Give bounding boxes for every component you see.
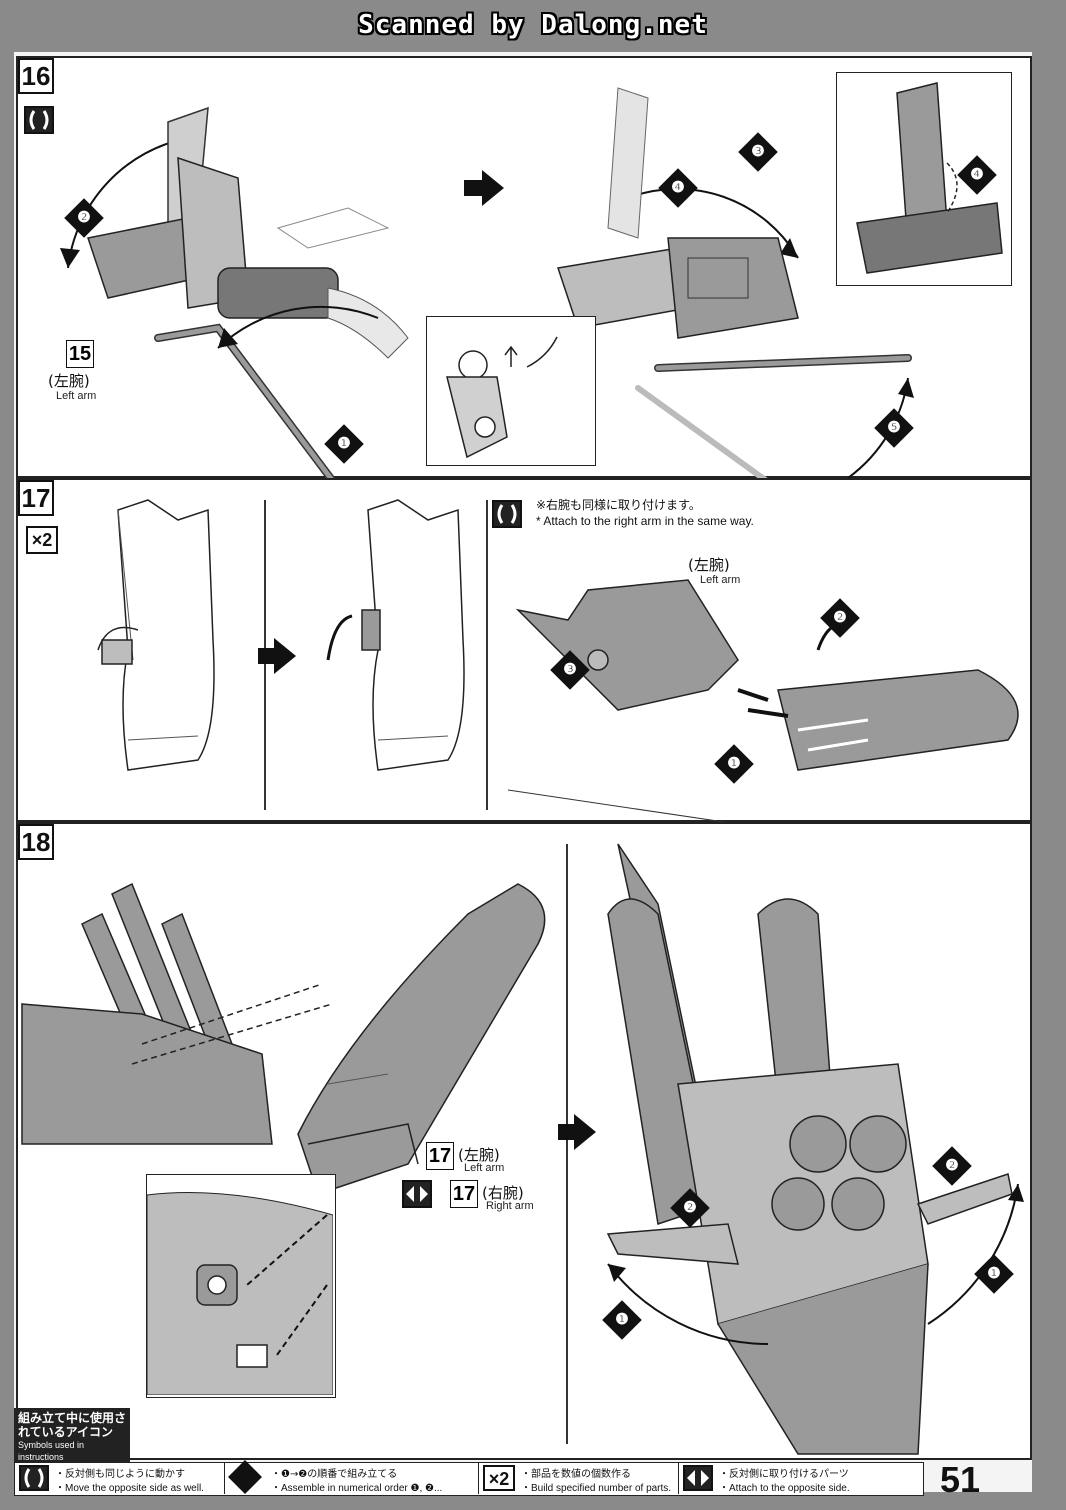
move-opposite-icon xyxy=(492,500,522,528)
opposite-side-icon xyxy=(683,1465,713,1491)
legend-item-opposite-side: ・反対側に取り付けるパーツ ・Attach to the opposite si… xyxy=(679,1463,922,1494)
arm-part-after xyxy=(326,499,465,771)
arm-label-jp: (左腕) xyxy=(688,556,730,574)
callout-1-right: ❶ xyxy=(974,1254,1014,1294)
step-arrow-stem xyxy=(558,1124,574,1140)
ref-right-jp: (右腕) xyxy=(482,1184,524,1202)
step-arrow xyxy=(482,170,504,206)
ref-part-17-left: 17 xyxy=(426,1142,454,1170)
callout-1-left: ❶ xyxy=(602,1300,642,1340)
step-number: 17 xyxy=(18,480,54,516)
callout-3: ❸ xyxy=(550,650,590,690)
callout-5: ❺ xyxy=(874,408,914,448)
callout-2-left: ❷ xyxy=(670,1188,710,1228)
multiplier-icon: ×2 xyxy=(26,526,58,554)
detail-inset-hinge xyxy=(426,316,596,466)
step-arrow xyxy=(274,638,296,674)
step-16-assembly-before xyxy=(60,106,409,492)
watermark: Scanned by Dalong.net xyxy=(358,10,708,40)
step-arrow-stem xyxy=(464,180,482,196)
note-jp: ※右腕も同様に取り付けます。 xyxy=(536,498,701,512)
legend-text-jp: ・❶→❷の順番で組み立てる xyxy=(271,1469,398,1480)
opposite-side-icon xyxy=(402,1180,432,1208)
legend-text-en: ・Build specified number of parts. xyxy=(521,1483,672,1494)
move-opposite-icon xyxy=(24,106,54,134)
step-17-panel: 17 ×2 ※右腕も同様に取り付けます。 * Attach to the rig… xyxy=(16,478,1032,831)
ref-label-jp: (左腕) xyxy=(48,372,90,390)
step-number: 16 xyxy=(18,58,54,94)
legend-text-en: ・Assemble in numerical order ❶, ❷... xyxy=(271,1483,443,1494)
detail-inset-fin: ❹ xyxy=(836,72,1012,286)
ref-part-15: 15 xyxy=(66,340,94,368)
arm-label-en: Left arm xyxy=(700,574,741,586)
legend-text-jp: ・部品を数値の個数作る xyxy=(521,1469,631,1480)
divider xyxy=(566,844,568,1444)
step-number: 18 xyxy=(18,824,54,860)
legend-title-jp: 組み立て中に使用されているアイコン xyxy=(18,1411,127,1439)
legend-item-move-opposite: ・反対側も同じように動かす ・Move the opposite side as… xyxy=(15,1463,225,1494)
forearm-part-art xyxy=(297,883,546,1195)
callout-2-right: ❷ xyxy=(932,1146,972,1186)
step-arrow xyxy=(574,1114,596,1150)
manual-page: 16 ❷ ❶ 15 (左腕) Left arm xyxy=(14,52,1032,1492)
step-17-attach-art xyxy=(507,579,1019,831)
divider xyxy=(486,500,488,810)
numerical-order-icon xyxy=(228,1460,262,1494)
move-opposite-icon xyxy=(19,1465,49,1491)
ref-right-en: Right arm xyxy=(486,1200,534,1212)
legend-bar: ・反対側も同じように動かす ・Move the opposite side as… xyxy=(14,1460,924,1496)
note-en: * Attach to the right arm in the same wa… xyxy=(536,514,754,528)
ref-label-en: Left arm xyxy=(56,390,97,402)
multiplier-icon: ×2 xyxy=(483,1465,515,1491)
step-18-completed-art xyxy=(606,843,1024,1455)
callout-3: ❸ xyxy=(738,132,778,172)
callout-2: ❷ xyxy=(64,198,104,238)
legend-item-multiplier: ×2 ・部品を数値の個数作る ・Build specified number o… xyxy=(479,1463,679,1494)
step-18-body-art xyxy=(21,882,333,1145)
callout-1: ❶ xyxy=(714,744,754,784)
legend-text-jp: ・反対側も同じように動かす xyxy=(55,1469,185,1480)
legend-item-numerical-order: ・❶→❷の順番で組み立てる ・Assemble in numerical ord… xyxy=(225,1460,479,1494)
legend-text-en: ・Move the opposite side as well. xyxy=(55,1483,204,1494)
ref-left-jp: (左腕) xyxy=(458,1146,500,1164)
ref-left-en: Left arm xyxy=(464,1162,505,1174)
legend-title-en: Symbols used in instructions xyxy=(18,1440,85,1462)
page-number: 51 xyxy=(939,1459,981,1500)
callout-1: ❶ xyxy=(324,424,364,464)
callout-4: ❹ xyxy=(658,168,698,208)
arm-part-before xyxy=(97,499,215,771)
step-arrow-stem xyxy=(258,648,274,664)
callout-4-detail: ❹ xyxy=(957,155,997,195)
ref-part-17-right: 17 xyxy=(450,1180,478,1208)
detail-inset-socket xyxy=(146,1174,336,1398)
legend-title: 組み立て中に使用されているアイコン Symbols used in instru… xyxy=(14,1408,130,1462)
callout-2: ❷ xyxy=(820,598,860,638)
legend-text-en: ・Attach to the opposite side. xyxy=(719,1483,850,1494)
legend-text-jp: ・反対側に取り付けるパーツ xyxy=(719,1469,849,1480)
step-18-panel: 18 17 (左腕) Left arm 17 (右腕) Right arm xyxy=(16,822,1032,1460)
step-16-panel: 16 ❷ ❶ 15 (左腕) Left arm xyxy=(16,56,1032,521)
